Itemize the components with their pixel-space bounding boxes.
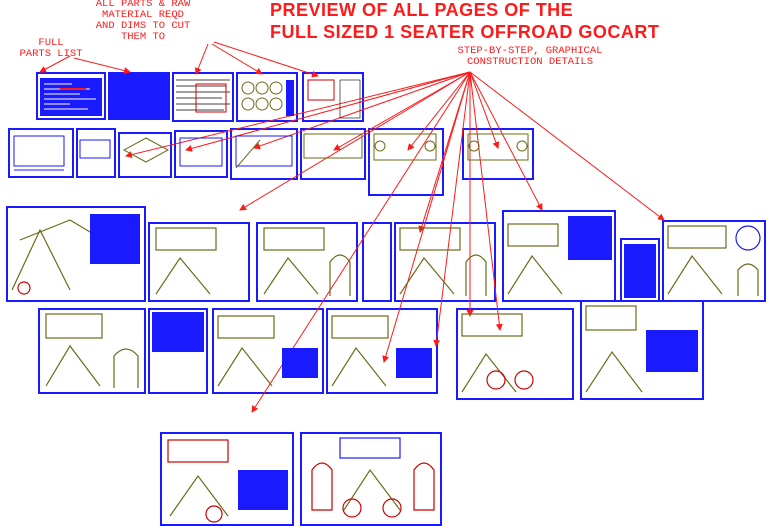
callout-arrow <box>407 71 471 151</box>
callout-line: CONSTRUCTION DETAILS <box>466 56 594 68</box>
title-line-1: PREVIEW OF ALL PAGES OF THE <box>270 0 574 20</box>
title-line-2: FULL SIZED 1 SEATER OFFROAD GOCART <box>270 22 660 42</box>
sketch-row-5 <box>167 437 435 523</box>
page-thumbnail <box>76 128 116 178</box>
callout-arrow <box>469 71 503 331</box>
page-thumbnail <box>362 222 392 302</box>
page-thumbnail <box>462 128 534 180</box>
callout-line: ALL PARTS & RAW <box>95 0 191 10</box>
page-thumbnail <box>394 222 496 302</box>
full-parts-list-callout: FULL PARTS LIST <box>6 38 96 60</box>
sketch-row-2 <box>13 133 529 171</box>
page-thumbnail <box>662 220 766 302</box>
callout-line: MATERIAL REQD <box>102 9 184 21</box>
callout-arrow <box>194 43 209 75</box>
callout-arrow <box>239 71 471 211</box>
callout-line: PARTS LIST <box>19 48 83 60</box>
callout-arrow <box>469 71 543 211</box>
sketch-row-3 <box>11 214 761 298</box>
callout-line: FULL <box>38 37 64 49</box>
callout-arrow <box>253 71 471 150</box>
callout-arrow <box>469 71 665 221</box>
callout-arrow <box>433 71 471 347</box>
callout-arrow <box>125 71 471 158</box>
callout-arrow <box>185 71 471 152</box>
callout-line: STEP-BY-STEP, GRAPHICAL <box>457 45 603 57</box>
callout-arrow <box>213 41 319 78</box>
callout-line: AND DIMS TO CUT <box>95 20 191 32</box>
step-by-step-callout: STEP-BY-STEP, GRAPHICAL CONSTRUCTION DET… <box>440 46 620 68</box>
callout-line: THEM TO <box>120 31 166 43</box>
callout-arrow <box>333 71 471 151</box>
page-thumbnail-parts-list-2 <box>108 72 170 120</box>
sketch-row-1 <box>40 78 361 119</box>
callout-arrow <box>469 71 500 149</box>
page-thumbnail <box>38 308 146 394</box>
page-thumbnail <box>368 128 444 196</box>
callout-arrow <box>39 55 71 73</box>
sketch-row-4 <box>45 305 698 393</box>
page-thumbnail <box>148 222 250 302</box>
page-thumbnail <box>256 222 358 302</box>
all-parts-raw-callout: ALL PARTS & RAW MATERIAL REQD AND DIMS T… <box>78 0 208 43</box>
callout-arrow <box>382 71 471 363</box>
page-thumbnail <box>456 308 574 400</box>
callout-arrow <box>73 57 131 74</box>
callout-arrow <box>211 43 263 75</box>
